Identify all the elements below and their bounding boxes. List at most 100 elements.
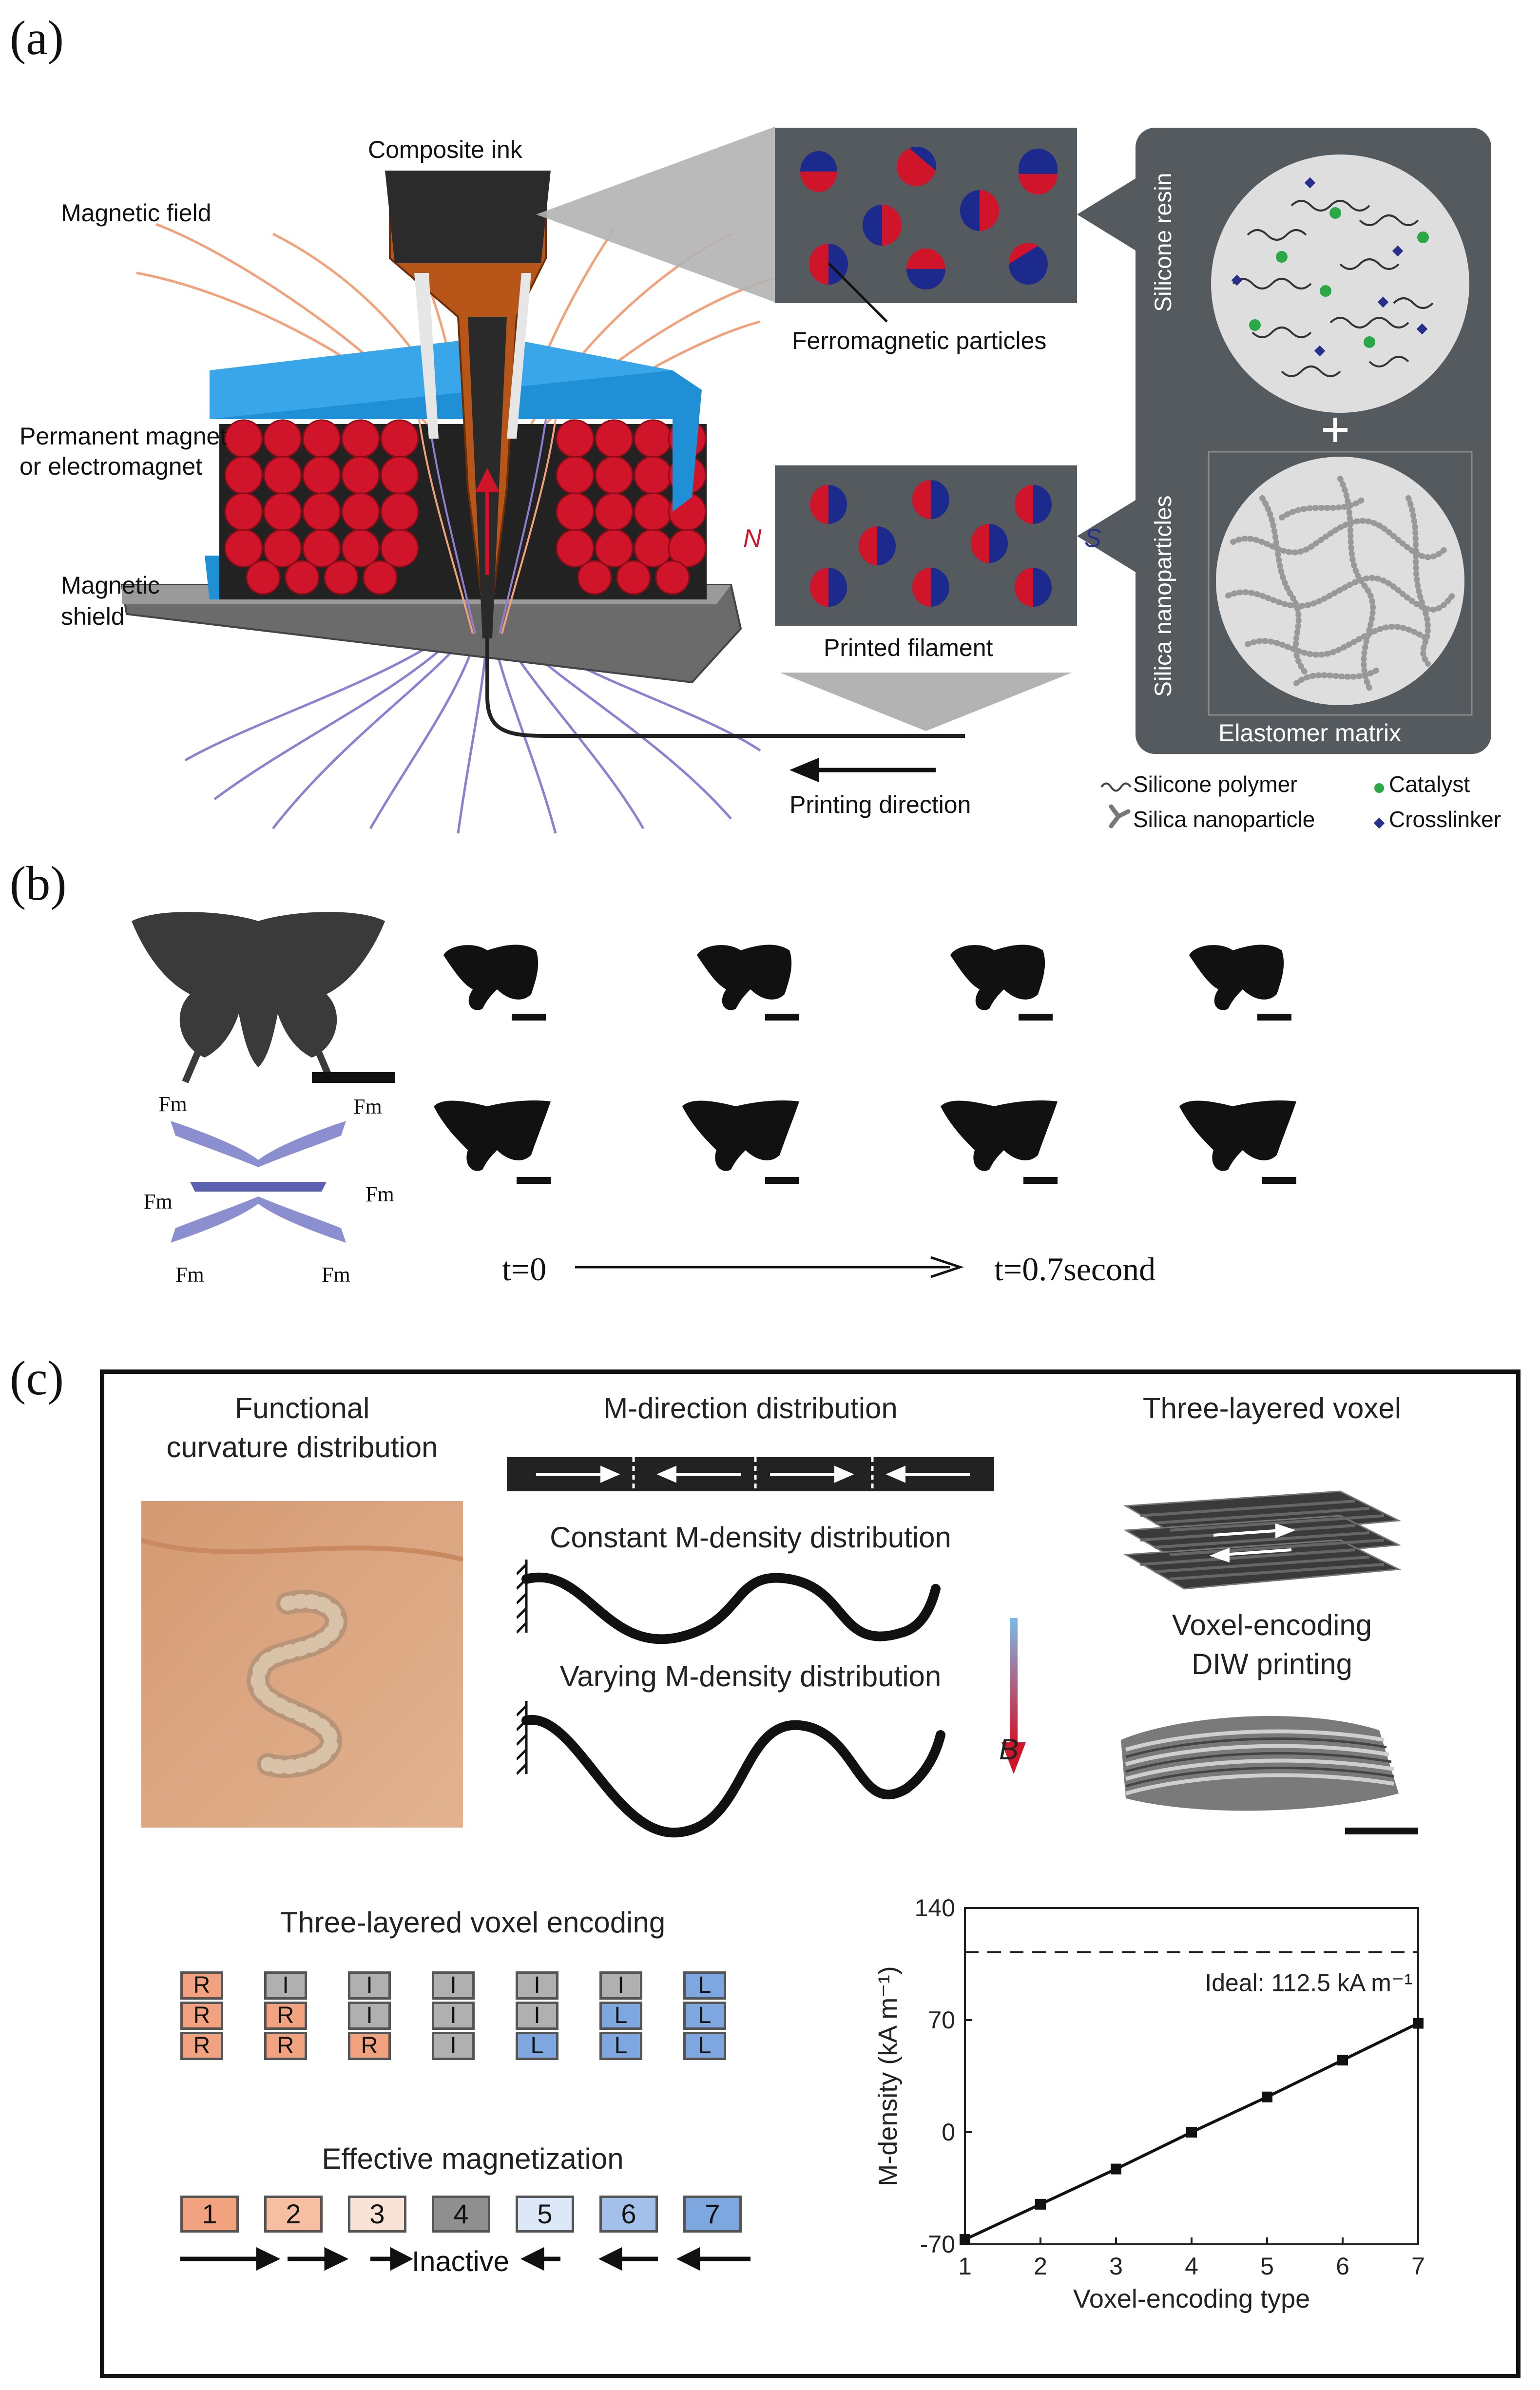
effective-cell: 6 (599, 2196, 658, 2233)
elastomer-matrix-label: Elastomer matrix (1218, 719, 1402, 747)
force-label-2: Fm (353, 1095, 382, 1118)
effective-cell: 1 (180, 2196, 239, 2233)
crosslinker-icon (1373, 817, 1385, 829)
panel-b-label: (b) (10, 856, 67, 910)
legend-crosslinker: Crosslinker (1389, 807, 1502, 832)
force-label-1: Fm (158, 1092, 187, 1116)
snake-photo (141, 1501, 463, 1828)
ferromagnetic-particles-label: Ferromagnetic particles (792, 327, 1047, 354)
panel-c-label: (c) (10, 1351, 64, 1405)
printed-filament-box (775, 465, 1077, 626)
inactive-label: Inactive (412, 2246, 509, 2277)
ferromagnetic-particles-box (775, 128, 1077, 303)
y-tick-label: -70 (920, 2231, 955, 2258)
x-axis-label: Voxel-encoding type (1073, 2284, 1310, 2313)
magnetic-shield-label-line2: shield (61, 603, 125, 630)
encoding-title: Three-layered voxel encoding (280, 1906, 666, 1939)
functional-label-line2: curvature distribution (166, 1431, 438, 1464)
particle-pointer-line (828, 263, 888, 323)
b-field-label: B (999, 1733, 1019, 1766)
voxel-cell: R (180, 1971, 223, 2000)
force-label-5: Fm (175, 1263, 204, 1287)
time-start-label: t=0 (502, 1251, 547, 1288)
legend-catalyst: Catalyst (1389, 771, 1470, 797)
effective-cell: 2 (264, 2196, 323, 2233)
voxel-encoding-label-line2: DIW printing (1191, 1648, 1353, 1680)
effective-cell: 5 (516, 2196, 574, 2233)
x-tick-label: 5 (1260, 2253, 1274, 2280)
functional-label-line1: Functional (234, 1392, 370, 1425)
voxel-cell: L (683, 1971, 726, 2000)
voxel-cell: I (348, 2002, 391, 2030)
silica-network-circle (1216, 457, 1464, 705)
data-point (1337, 2055, 1348, 2066)
voxel-cell: R (264, 2032, 307, 2060)
plot-frame (964, 1907, 1419, 2245)
printed-butterfly (132, 912, 385, 1083)
printhead-illustration (120, 127, 1140, 834)
silicone-resin-circle (1211, 154, 1469, 413)
voxel-cell: R (264, 2002, 307, 2030)
effective-magnetization-row: 1 2 3 4 5 6 7 (180, 2196, 775, 2239)
b-field-arrow (1001, 1618, 1026, 1774)
magnetization-arrows (180, 2247, 751, 2271)
x-tick-label: 2 (1034, 2253, 1047, 2280)
voxel-render (1123, 1490, 1402, 1590)
time-end-label: t=0.7second (994, 1251, 1156, 1288)
aligned-particle-set (810, 480, 1052, 607)
voxel-cell: L (599, 2032, 642, 2060)
x-tick-label: 4 (1185, 2253, 1198, 2280)
y-axis-label: M-density (kA m⁻¹) (873, 1966, 903, 2186)
magnetic-field-label: Magnetic field (61, 199, 212, 227)
data-point (1186, 2127, 1197, 2138)
data-point (1035, 2198, 1046, 2210)
data-point (1111, 2163, 1121, 2175)
voxel-cell: L (599, 2002, 642, 2030)
voxel-cell: L (683, 2002, 726, 2030)
ideal-reference-label: Ideal: 112.5 kA m⁻¹ (1205, 1969, 1412, 1996)
varying-density-label: Varying M-density distribution (559, 1660, 942, 1693)
south-pole-label: S (1084, 524, 1101, 553)
north-pole-label: N (743, 524, 762, 553)
varying-density-wave (517, 1701, 945, 1838)
legend-icons (1100, 782, 1385, 829)
composite-ink-label: Composite ink (368, 136, 522, 163)
elastomer-matrix-box (1136, 128, 1491, 754)
voxel-cell: R (348, 2032, 391, 2060)
voxel-cell: I (516, 2002, 558, 2030)
data-point (1413, 2018, 1424, 2029)
voxel-cell: I (516, 1971, 558, 2000)
voxel-scale-bar (1345, 1828, 1418, 1834)
voxel-cell: R (180, 2002, 223, 2030)
constant-density-label: Constant M-density distribution (550, 1521, 951, 1554)
three-layered-voxel-label: Three-layered voxel (1142, 1392, 1402, 1425)
x-tick-label: 6 (1336, 2253, 1349, 2280)
printed-filament-path (485, 638, 965, 738)
printed-filament-label: Printed filament (824, 634, 993, 661)
printing-direction-label: Printing direction (789, 791, 971, 818)
x-tick-label: 7 (1411, 2253, 1425, 2280)
butterfly-frames (434, 944, 1296, 1184)
force-label-6: Fm (322, 1263, 350, 1287)
voxel-cell: L (516, 2032, 558, 2060)
voxel-cell: I (432, 2002, 475, 2030)
silicone-resin-label: Silicone resin (1151, 173, 1176, 312)
voxel-cell: I (432, 1971, 475, 2000)
y-tick-label: 0 (942, 2119, 955, 2146)
y-tick-label: 140 (915, 1894, 955, 1922)
crosslinker-dots (1231, 177, 1428, 357)
legend-silicone-polymer: Silicone polymer (1133, 771, 1298, 797)
x-tick-label: 1 (958, 2253, 972, 2280)
force-diagram (171, 1121, 346, 1243)
force-label-3: Fm (144, 1190, 173, 1214)
catalyst-dots (1249, 207, 1429, 348)
voxel-cell: I (599, 1971, 642, 2000)
voxel-cell: L (683, 2032, 726, 2060)
silica-nanoparticle-icon (1109, 804, 1131, 829)
m-direction-bar (507, 1457, 994, 1491)
effective-title: Effective magnetization (322, 2142, 624, 2175)
panel-c-frame (100, 1369, 1521, 2378)
constant-density-wave (517, 1560, 941, 1644)
panel-a-label: (a) (10, 11, 64, 65)
